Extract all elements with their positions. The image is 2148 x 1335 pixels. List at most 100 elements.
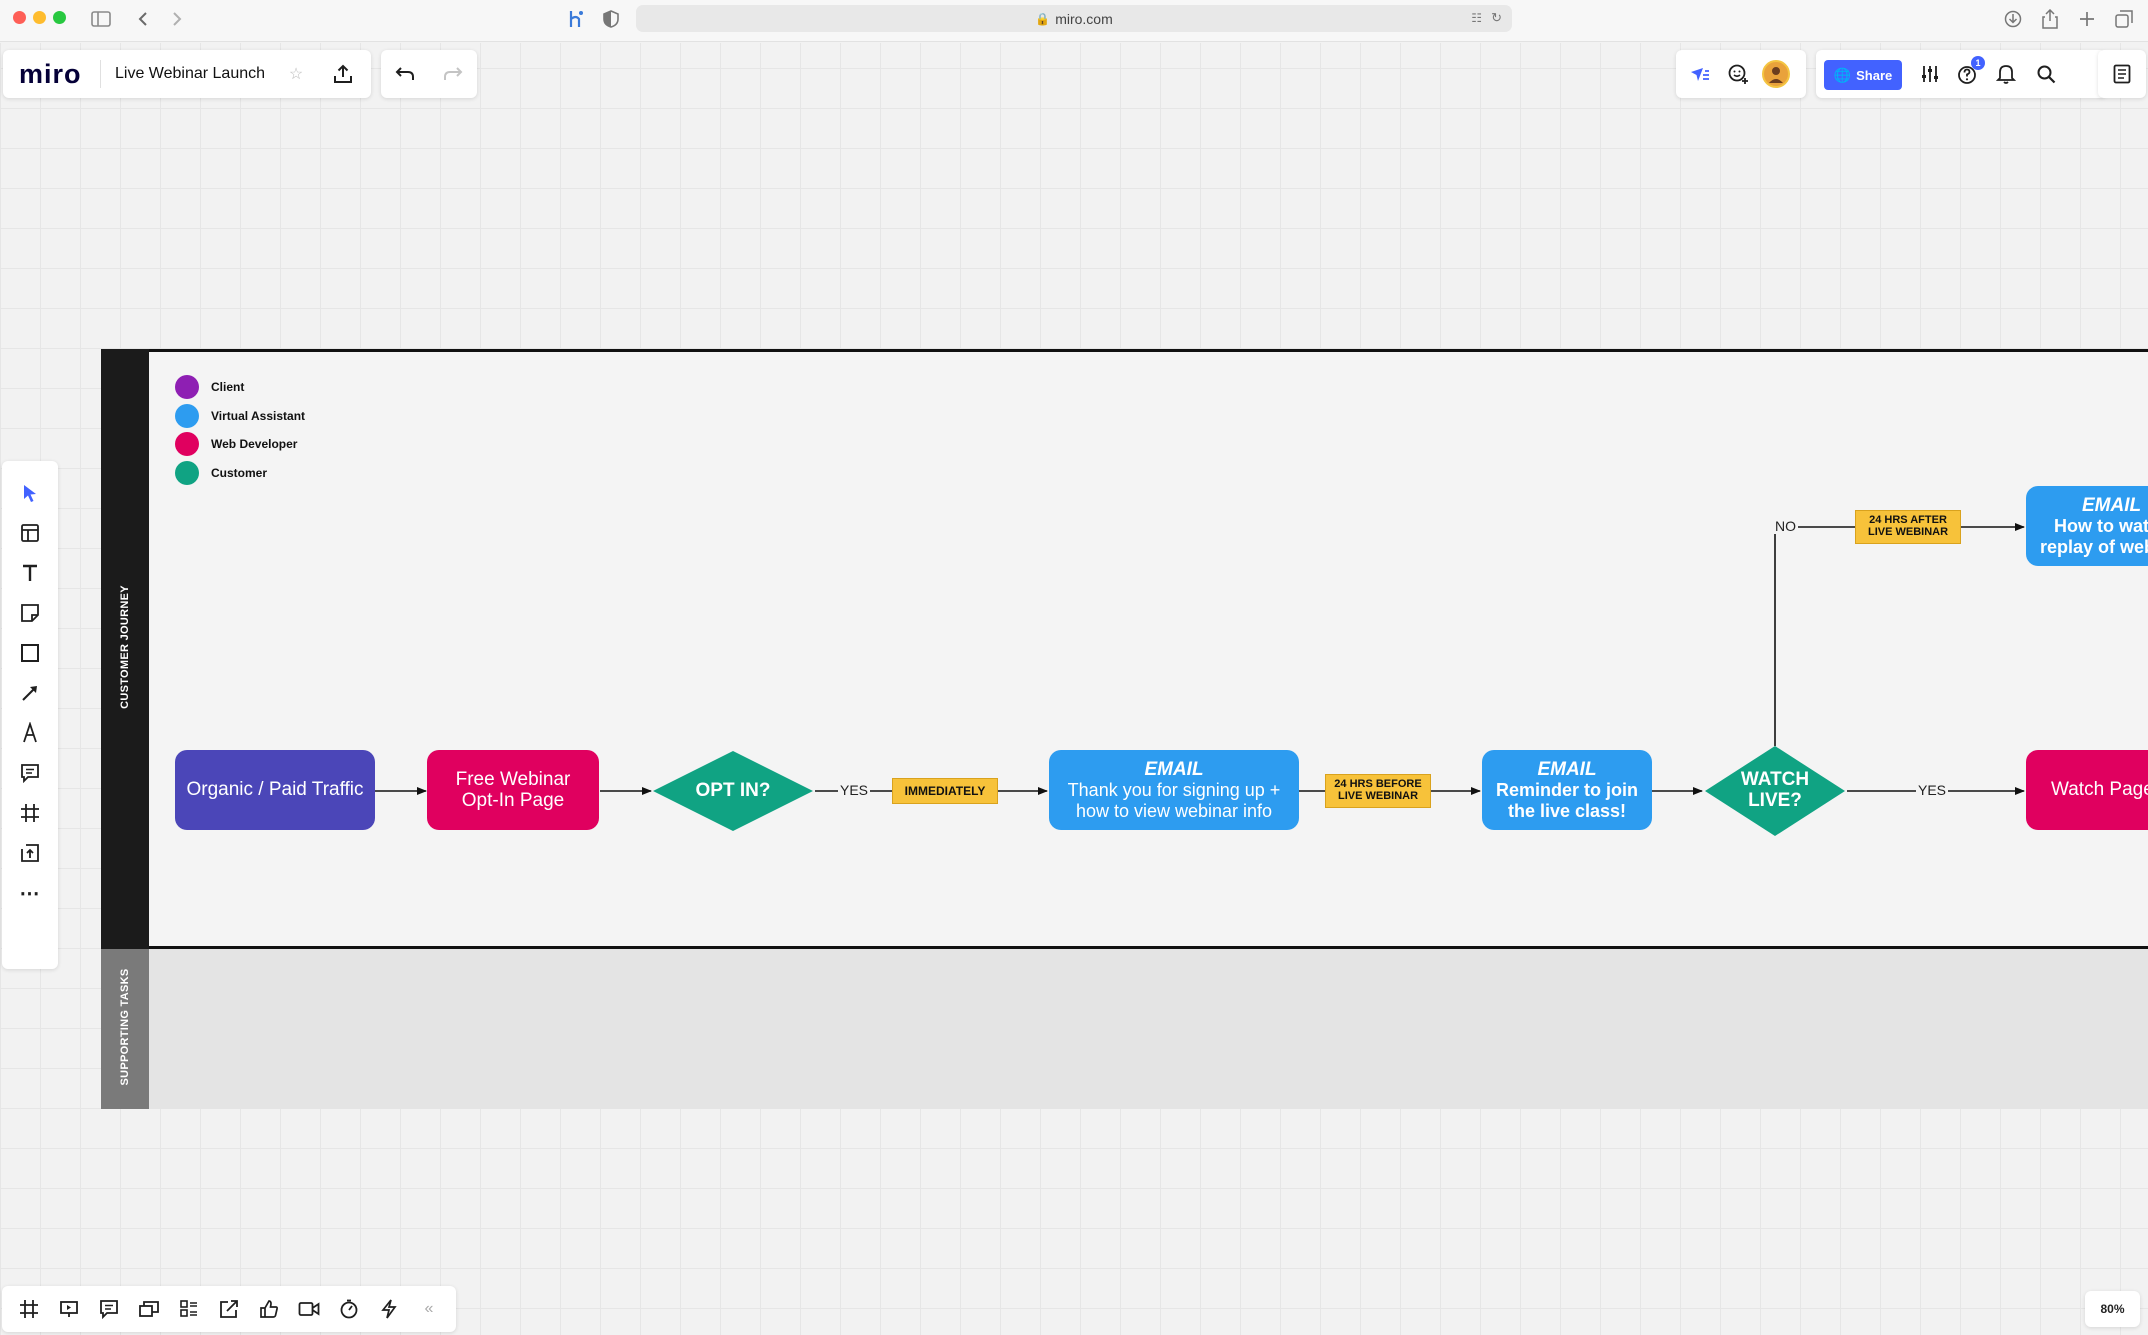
miro-logo[interactable]: miro	[19, 59, 82, 89]
close-window-button[interactable]	[13, 11, 26, 24]
whiteboard-canvas[interactable]: CUSTOMER JOURNEY SUPPORTING TASKS Client…	[0, 43, 2148, 1335]
undo-icon[interactable]	[393, 62, 417, 86]
maximize-window-button[interactable]	[53, 11, 66, 24]
24hrs-before-tag[interactable]: 24 HRS BEFORE LIVE WEBINAR	[1325, 774, 1431, 808]
yes-label: YES	[838, 782, 871, 798]
no-label: NO	[1773, 518, 1798, 534]
star-icon[interactable]: ☆	[288, 66, 304, 83]
24hrs-after-tag[interactable]: 24 HRS AFTER LIVE WEBINAR	[1855, 510, 1961, 544]
shape-tool-icon[interactable]	[18, 641, 42, 665]
export-icon[interactable]	[331, 62, 355, 86]
collaboration-panel	[1676, 50, 1806, 98]
comment-icon[interactable]	[18, 761, 42, 785]
yes-label: YES	[1916, 782, 1949, 798]
notes-list-icon[interactable]	[2110, 62, 2134, 86]
new-tab-icon[interactable]	[2074, 6, 2100, 32]
cards-icon[interactable]	[137, 1297, 161, 1321]
legend-dot	[175, 404, 199, 428]
sticky-note-icon[interactable]	[18, 601, 42, 625]
back-icon[interactable]	[130, 6, 156, 32]
text-tool-icon[interactable]	[18, 561, 42, 585]
connection-line-icon[interactable]	[18, 681, 42, 705]
timer-icon[interactable]	[337, 1297, 361, 1321]
node-label: Opt-In Page	[461, 790, 565, 811]
shield-icon[interactable]	[598, 6, 624, 32]
redo-icon[interactable]	[441, 62, 465, 86]
notifications-bell-icon[interactable]	[1994, 62, 2018, 86]
browser-toolbar: 🔒 miro.com ☷ ↻	[0, 0, 2148, 42]
share-sheet-icon[interactable]	[2037, 6, 2063, 32]
sidebar-toggle-icon[interactable]	[88, 6, 114, 32]
help-badge: 1	[1971, 56, 1985, 70]
optin-page-node[interactable]: Free Webinar Opt-In Page	[427, 750, 599, 830]
tab-overview-icon[interactable]	[2111, 6, 2137, 32]
share-button[interactable]: 🌐 Share	[1824, 60, 1902, 90]
email-reminder-node[interactable]: EMAIL Reminder to join the live class!	[1482, 750, 1652, 830]
node-label: OPT IN?	[695, 779, 771, 801]
frames-icon[interactable]	[17, 1297, 41, 1321]
tag-label: LIVE WEBINAR	[1867, 526, 1949, 538]
node-label: Free Webinar	[455, 768, 571, 790]
legend-dot	[175, 375, 199, 399]
node-label-group: WATCH LIVE?	[1704, 745, 1846, 837]
comments-icon[interactable]	[97, 1297, 121, 1321]
forward-icon[interactable]	[164, 6, 190, 32]
immediately-tag[interactable]: IMMEDIATELY	[892, 778, 998, 804]
legend-item: Virtual Assistant	[175, 404, 305, 428]
cursor-follow-icon[interactable]	[1688, 62, 1712, 86]
history-panel	[381, 50, 477, 98]
upload-icon[interactable]	[18, 841, 42, 865]
url-text: miro.com	[1055, 10, 1113, 27]
downloads-icon[interactable]	[2000, 6, 2026, 32]
collapse-toolbar-icon[interactable]: «	[424, 1300, 434, 1317]
creation-toolbar: ⋯	[2, 461, 58, 969]
voting-thumbs-up-icon[interactable]	[257, 1297, 281, 1321]
watch-page-node[interactable]: Watch Page	[2026, 750, 2148, 830]
invite-reaction-icon[interactable]	[1726, 62, 1750, 86]
node-title: EMAIL	[1144, 758, 1204, 780]
node-label: Organic / Paid Traffic	[186, 779, 364, 801]
tag-label: LIVE WEBINAR	[1337, 790, 1419, 802]
email-replay-node[interactable]: EMAIL How to watch replay of webinar	[2026, 486, 2148, 566]
diamond-shape	[653, 751, 813, 831]
legend-item: Client	[175, 375, 244, 399]
minimize-window-button[interactable]	[33, 11, 46, 24]
templates-icon[interactable]	[18, 521, 42, 545]
traffic-node[interactable]: Organic / Paid Traffic	[175, 750, 375, 830]
swimlane-supporting-tasks[interactable]	[101, 949, 2148, 1109]
frame-tool-icon[interactable]	[18, 801, 42, 825]
lock-icon: 🔒	[1035, 11, 1051, 26]
node-label: replay of webinar	[2040, 536, 2148, 557]
optin-decision-node[interactable]: OPT IN?	[652, 750, 814, 832]
board-title[interactable]: Live Webinar Launch	[115, 65, 266, 82]
reload-icon[interactable]: ↻	[1491, 10, 1502, 25]
node-label: Reminder to join	[1495, 780, 1638, 801]
share-screen-icon[interactable]	[217, 1297, 241, 1321]
translate-icon[interactable]: ☷	[1471, 11, 1482, 25]
kanban-icon[interactable]	[177, 1297, 201, 1321]
email-thank-you-node[interactable]: EMAIL Thank you for signing up + how to …	[1049, 750, 1299, 830]
search-icon[interactable]	[2034, 62, 2058, 86]
swimlane-header-customer-journey: CUSTOMER JOURNEY	[101, 349, 149, 949]
connector-arrow[interactable]	[1774, 523, 2025, 746]
address-bar[interactable]: 🔒 miro.com ☷ ↻	[636, 5, 1512, 32]
swimlane-customer-journey[interactable]	[101, 349, 2148, 949]
presentation-icon[interactable]	[57, 1297, 81, 1321]
pen-tool-icon[interactable]	[18, 721, 42, 745]
lightning-icon[interactable]	[377, 1297, 401, 1321]
extension-icon[interactable]	[563, 6, 589, 32]
help-icon[interactable]: 1	[1956, 56, 1985, 86]
zoom-level[interactable]: 80%	[2085, 1291, 2140, 1327]
legend-label: Customer	[211, 466, 268, 480]
select-cursor-icon[interactable]	[18, 481, 42, 505]
video-chat-icon[interactable]	[297, 1297, 321, 1321]
share-label: Share	[1856, 67, 1893, 83]
watch-live-decision-node[interactable]: WATCH LIVE?	[1704, 745, 1846, 837]
legend-dot	[175, 461, 199, 485]
swimlane-header-supporting-tasks: SUPPORTING TASKS	[101, 949, 149, 1109]
node-label: WATCH	[1740, 769, 1810, 791]
user-avatar[interactable]	[1762, 60, 1790, 88]
settings-sliders-icon[interactable]	[1918, 62, 1942, 86]
more-tools-icon[interactable]: ⋯	[19, 882, 41, 905]
connectors	[375, 523, 2025, 795]
